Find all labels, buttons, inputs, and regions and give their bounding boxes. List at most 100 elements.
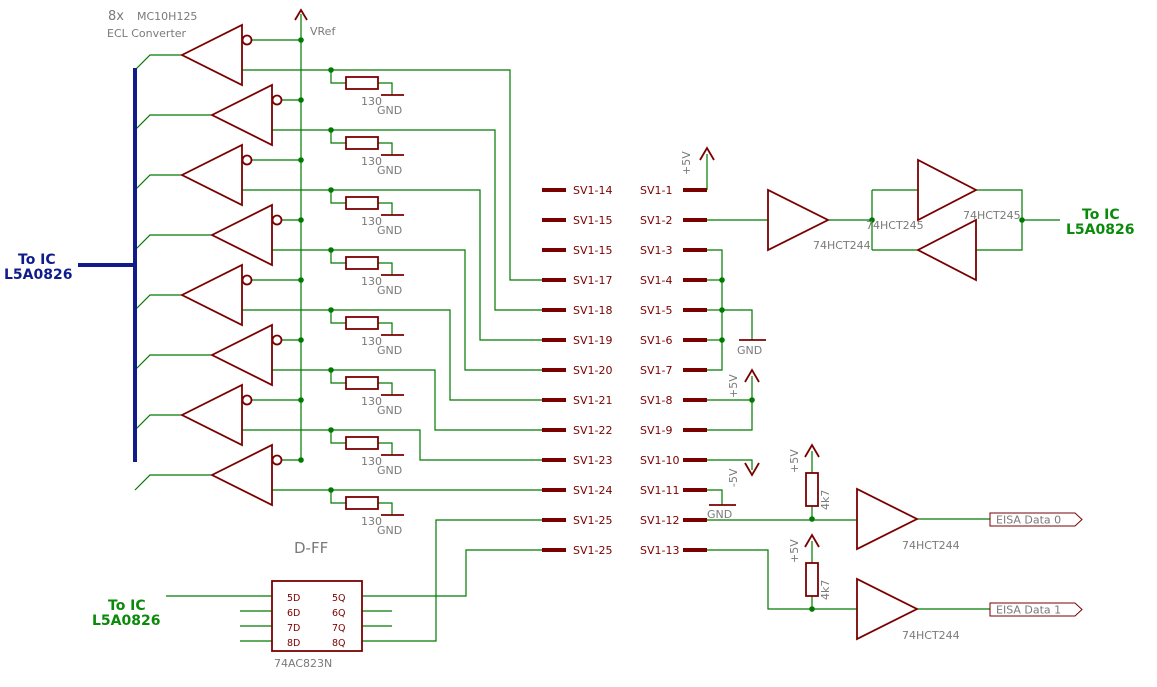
bus-branch bbox=[134, 414, 182, 431]
minus5-arrow bbox=[744, 462, 760, 477]
sv13-to-buf bbox=[707, 549, 857, 610]
gnd-wire bbox=[378, 382, 393, 395]
resistor-tap bbox=[330, 130, 346, 144]
gnd-wire bbox=[378, 202, 393, 215]
gnd-mid-drop bbox=[722, 309, 753, 340]
resistor-130 bbox=[345, 436, 379, 450]
buf-244-2-label: 74HCT244 bbox=[902, 629, 960, 642]
resistor-value: 130 bbox=[361, 215, 382, 228]
sv-left-label: SV1-20 bbox=[573, 364, 612, 377]
sv-right-label: SV1-9 bbox=[640, 424, 672, 437]
buffer-74hct244-eisa bbox=[856, 487, 920, 551]
right-ic-line1: To IC bbox=[1082, 207, 1120, 223]
junction-dot bbox=[328, 487, 334, 493]
gnd-label: GND bbox=[377, 224, 402, 237]
bottom-ic-line1: To IC bbox=[108, 598, 146, 614]
converter-output bbox=[242, 429, 546, 461]
dff-d-pin: 6D bbox=[287, 608, 300, 619]
junction-dot bbox=[328, 427, 334, 433]
gnd-wire bbox=[378, 322, 393, 335]
converter-output bbox=[242, 189, 546, 341]
pullup-resistor bbox=[805, 562, 819, 597]
converter-output bbox=[272, 249, 546, 371]
sv-left-label: SV1-15 bbox=[573, 214, 612, 227]
invert-bubble bbox=[241, 34, 253, 46]
junction-dot bbox=[328, 307, 334, 313]
resistor-tap bbox=[330, 430, 346, 444]
bus-branch bbox=[134, 114, 212, 131]
buffer-74hct245-b bbox=[916, 218, 977, 282]
bus-branch bbox=[134, 474, 212, 491]
dff-chip-body: 5D 6D 7D 8D 5Q 6Q 7Q 8Q bbox=[271, 580, 363, 652]
sv-left-label: SV1-23 bbox=[573, 454, 612, 467]
buf-244-label: 74HCT244 bbox=[813, 239, 871, 252]
junction-dot bbox=[298, 217, 304, 223]
invert-bubble bbox=[271, 334, 283, 346]
sv-right-label: SV1-13 bbox=[640, 544, 679, 557]
resistor-tap bbox=[330, 250, 346, 264]
right-ic-line2: L5A0826 bbox=[1066, 222, 1134, 238]
junction-dot bbox=[328, 187, 334, 193]
junction-dot bbox=[719, 277, 725, 283]
junction-dot bbox=[298, 277, 304, 283]
resistor-130 bbox=[345, 136, 379, 150]
pullup-arrow bbox=[804, 533, 820, 548]
eisa-data-0-label: EISA Data 0 bbox=[996, 514, 1061, 527]
pullup-resistor bbox=[805, 472, 819, 507]
ecl-converter bbox=[209, 323, 273, 387]
dff-out-8q bbox=[362, 519, 546, 642]
resistor-130 bbox=[345, 76, 379, 90]
junction-dot bbox=[328, 247, 334, 253]
sv-left-label: SV1-21 bbox=[573, 394, 612, 407]
bus-branch bbox=[134, 54, 182, 71]
sv-right-label: SV1-8 bbox=[640, 394, 672, 407]
pullup-arrow bbox=[804, 443, 820, 458]
eisa-data-0-port: EISA Data 0 bbox=[989, 512, 1083, 527]
gnd-label: GND bbox=[377, 404, 402, 417]
resistor-value: 130 bbox=[361, 335, 382, 348]
resistor-tap bbox=[330, 190, 346, 204]
sv-left-label: SV1-22 bbox=[573, 424, 612, 437]
invert-bubble bbox=[241, 274, 253, 286]
sv-right-label: SV1-6 bbox=[640, 334, 672, 347]
bus-branch bbox=[134, 294, 182, 311]
supply-plus5-pullup2: +5V bbox=[788, 539, 801, 563]
left-ic-line1: To IC bbox=[18, 252, 56, 268]
sv-left-label: SV1-14 bbox=[573, 184, 612, 197]
junction-dot bbox=[298, 337, 304, 343]
sv-left-label: SV1-17 bbox=[573, 274, 612, 287]
sv-right-label: SV1-11 bbox=[640, 484, 679, 497]
converter-output bbox=[272, 369, 546, 431]
eisa-data-1-label: EISA Data 1 bbox=[996, 604, 1061, 617]
resistor-tap bbox=[330, 370, 346, 384]
junction-dot bbox=[298, 457, 304, 463]
plus5-mid-b bbox=[707, 400, 753, 431]
dff-chip: 74AC823N bbox=[274, 657, 332, 670]
junction-dot bbox=[298, 97, 304, 103]
ecl-converter bbox=[209, 83, 273, 147]
sv-right-label: SV1-2 bbox=[640, 214, 672, 227]
vref-label: VRef bbox=[310, 25, 336, 38]
bus-branch bbox=[134, 234, 212, 251]
dff-d-pin: 8D bbox=[287, 638, 300, 649]
junction-dot bbox=[869, 217, 875, 223]
junction-dot bbox=[298, 397, 304, 403]
resistor-130 bbox=[345, 196, 379, 210]
converter-desc: ECL Converter bbox=[107, 27, 187, 40]
pullup-value-1: 4k7 bbox=[819, 490, 832, 510]
junction-dot bbox=[1019, 217, 1025, 223]
resistor-tap bbox=[330, 490, 346, 504]
pullup-value-2: 4k7 bbox=[819, 580, 832, 600]
gnd-wire bbox=[378, 142, 393, 155]
labels: 130GND130GND130GND130GND130GND130GND130G… bbox=[361, 95, 679, 557]
dff-q-pin: 8Q bbox=[332, 638, 346, 649]
plus5-mid-arrow bbox=[744, 368, 760, 383]
sv-left-label: SV1-25 bbox=[573, 544, 612, 557]
supply-plus5-pullup1: +5V bbox=[788, 449, 801, 473]
gnd-wire bbox=[378, 262, 393, 275]
gnd-label: GND bbox=[377, 164, 402, 177]
invert-bubble bbox=[241, 394, 253, 406]
wires bbox=[134, 14, 1060, 642]
junction-dot bbox=[809, 516, 815, 522]
buf-245b-label: 74HCT245 bbox=[963, 209, 1021, 222]
